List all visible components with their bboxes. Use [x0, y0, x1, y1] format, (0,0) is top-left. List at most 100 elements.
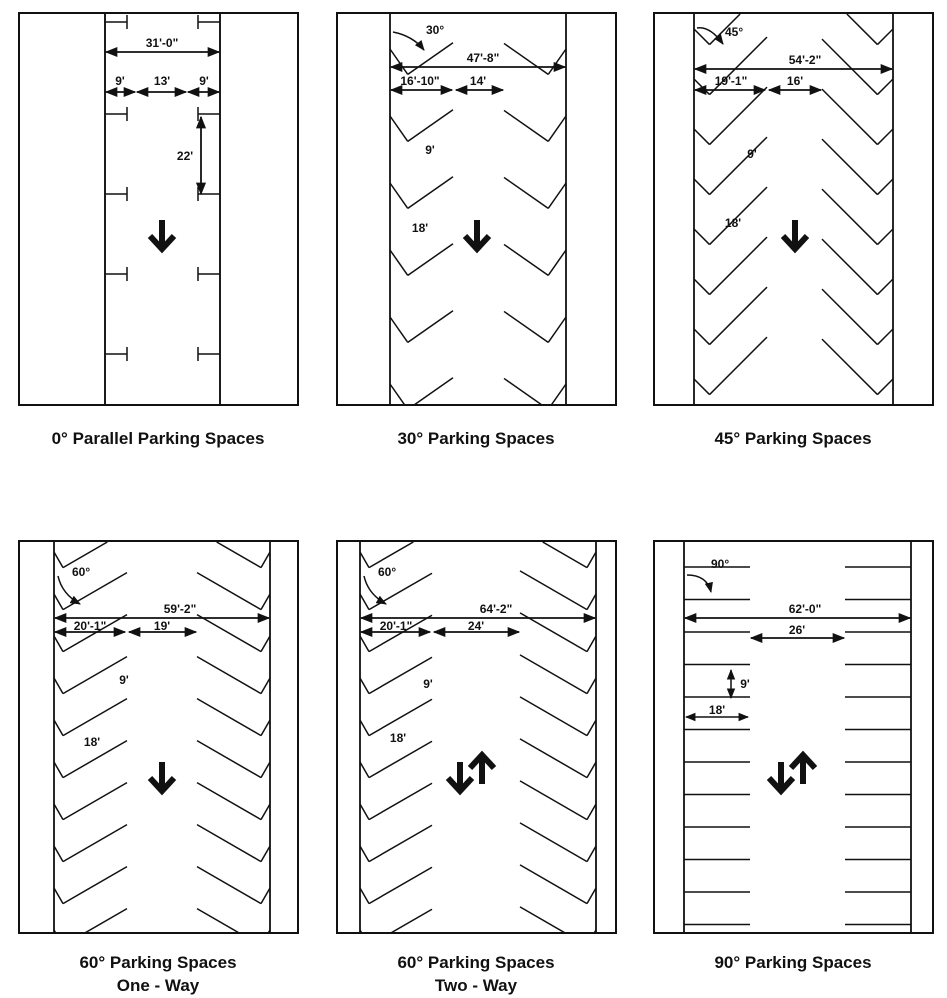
stall-line — [216, 542, 262, 569]
stall-back-line — [876, 178, 894, 196]
stall-length-label: 18' — [725, 216, 741, 230]
stall-back-line — [586, 887, 597, 904]
stall-line — [519, 570, 588, 611]
stall-length-label: 18' — [709, 703, 725, 717]
caption-title: 60° Parking Spaces — [79, 953, 237, 972]
stall-line — [821, 238, 878, 296]
stall-back-line — [586, 551, 597, 568]
stall-back-line — [693, 378, 711, 396]
stall-line — [368, 542, 414, 569]
aisle-width-label: 13' — [154, 74, 170, 88]
stall-back-line — [260, 803, 271, 820]
traffic-arrow-down-icon — [445, 762, 475, 796]
stall-back-line — [551, 383, 567, 404]
stall-back-line — [876, 228, 894, 246]
stall-width-label: 9' — [425, 143, 435, 157]
stall-line — [414, 377, 454, 404]
stall-line — [407, 310, 454, 344]
stall-back-line — [876, 128, 894, 146]
stall-back-line — [359, 887, 370, 904]
stall-back-line — [260, 845, 271, 862]
stall-line — [368, 698, 433, 737]
stall-back-line — [389, 383, 405, 404]
stall-back-line — [389, 115, 409, 142]
45-degree-drawing: 45° 54'-2" 19'-1" 16' 9' 18' — [693, 14, 894, 404]
stall-line — [709, 186, 768, 246]
angle-arc — [363, 575, 387, 605]
stall-width-label: 9' — [199, 74, 209, 88]
stall-length-label: 22' — [177, 149, 193, 163]
stall-back-line — [389, 249, 409, 276]
stall-line — [196, 613, 262, 653]
stall-back-line — [260, 887, 271, 904]
caption-90-degree: 90° Parking Spaces — [714, 953, 872, 972]
overall-dimension-label: 62'-0" — [789, 602, 822, 616]
stall-back-line — [876, 28, 894, 46]
stall-back-line — [53, 551, 64, 568]
stall-line — [503, 377, 542, 404]
traffic-arrow-up-icon — [788, 750, 818, 784]
stall-back-line — [693, 278, 711, 296]
stall-back-line — [586, 719, 597, 736]
stall-line — [368, 782, 433, 821]
stall-line — [709, 286, 768, 346]
stall-line — [503, 109, 549, 143]
parallel-parking-diagram: 31'-0" 9' 13' 9' 22' — [18, 12, 299, 406]
stall-line — [62, 739, 128, 779]
aisle-label: 24' — [468, 619, 484, 633]
angle-arc — [392, 31, 425, 51]
caption-60-degree-one-way: 60° Parking Spaces One - Way — [0, 951, 318, 997]
60-degree-one-way-drawing: 60° 59'-2" 20'-1" 19' 9' 18' — [53, 542, 271, 932]
30-degree-drawing: 30° 47'-8" 16'-10" 14' 9' 18' — [389, 14, 567, 404]
stall-back-line — [547, 316, 567, 343]
stall-line — [846, 14, 878, 46]
stall-line — [519, 864, 588, 905]
stall-back-line — [586, 593, 597, 610]
stall-back-line — [876, 78, 894, 96]
stall-line — [519, 654, 588, 695]
stall-line — [407, 243, 454, 277]
stall-back-line — [359, 677, 370, 694]
stall-line — [196, 655, 262, 695]
traffic-arrow-down-icon — [766, 762, 796, 796]
stall-line — [519, 822, 588, 863]
stall-back-line — [53, 719, 64, 736]
stall-back-line — [547, 249, 567, 276]
depth-label: 20'-1" — [74, 619, 107, 633]
stall-line — [407, 109, 454, 143]
stall-back-line — [876, 328, 894, 346]
caption-45-degree: 45° Parking Spaces — [714, 429, 872, 448]
stall-line — [821, 288, 878, 346]
stall-line — [709, 336, 768, 396]
stall-back-line — [359, 635, 370, 652]
stall-back-line — [586, 635, 597, 652]
stall-line — [503, 42, 549, 76]
stall-back-line — [547, 48, 567, 75]
overall-dimension-label: 54'-2" — [789, 53, 822, 67]
caption-subtitle: One - Way — [116, 976, 200, 995]
traffic-arrow-down-icon — [147, 762, 177, 796]
stall-line — [821, 38, 878, 96]
stall-back-line — [53, 803, 64, 820]
stall-line — [368, 740, 433, 779]
stall-back-line — [693, 228, 711, 246]
stall-line — [709, 236, 768, 296]
stall-back-line — [260, 761, 271, 778]
stall-back-line — [260, 593, 271, 610]
angle-label: 60° — [378, 565, 396, 579]
angle-label: 45° — [725, 25, 743, 39]
stall-line — [196, 823, 262, 863]
angle-label: 60° — [72, 565, 90, 579]
angle-arc — [57, 575, 81, 605]
stall-back-line — [389, 182, 409, 209]
caption-title: 60° Parking Spaces — [397, 953, 555, 972]
stall-line — [196, 781, 262, 821]
90-degree-parking-diagram: 90° 62'-0" 26' 9' 18' — [653, 540, 934, 934]
stall-back-line — [693, 128, 711, 146]
angle-arc — [696, 27, 724, 45]
stall-line — [821, 138, 878, 196]
stall-back-line — [53, 593, 64, 610]
stall-back-line — [586, 845, 597, 862]
stall-back-line — [693, 78, 711, 96]
traffic-arrow-down-icon — [147, 220, 177, 254]
